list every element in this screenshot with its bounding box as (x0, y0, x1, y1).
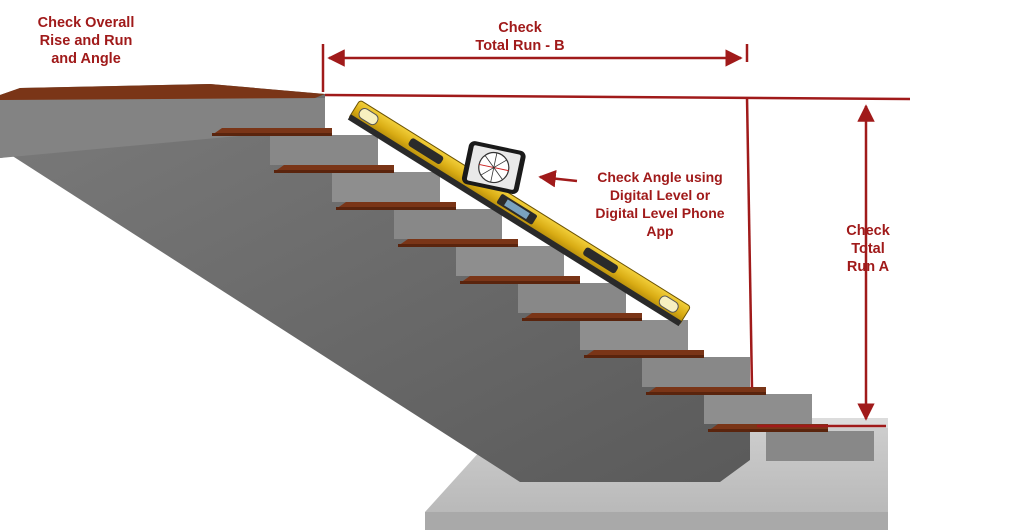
overall-line-1: Check Overall (30, 14, 142, 32)
run-a-line-3: Run A (828, 258, 908, 276)
overall-line-2: Rise and Run (30, 32, 142, 50)
overall-line-3: and Angle (30, 50, 142, 68)
total-run-a-label: Check Total Run A (828, 222, 908, 276)
total-run-b-label: Check Total Run - B (440, 19, 600, 55)
check-angle-label: Check Angle using Digital Level or Digit… (580, 168, 740, 240)
run-b-line-1: Check (440, 19, 600, 37)
angle-line-4: App (580, 222, 740, 240)
angle-line-1: Check Angle using (580, 168, 740, 186)
angle-line-3: Digital Level Phone (580, 204, 740, 222)
overall-rise-run-label: Check Overall Rise and Run and Angle (30, 14, 142, 68)
run-b-line-2: Total Run - B (440, 37, 600, 55)
angle-pointer-arrow (540, 177, 577, 181)
run-a-line-1: Check (828, 222, 908, 240)
angle-line-2: Digital Level or (580, 186, 740, 204)
run-a-line-2: Total (828, 240, 908, 258)
